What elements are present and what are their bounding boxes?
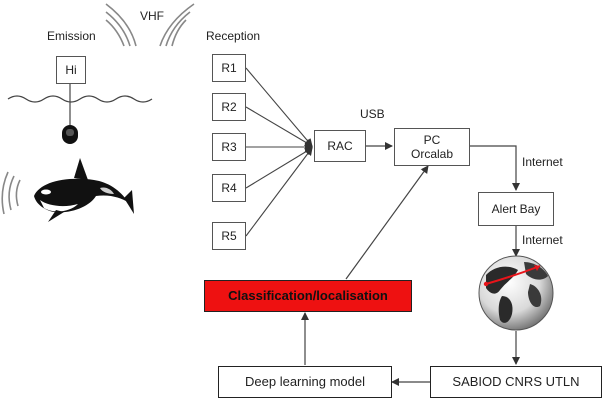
receiver-box: R4 [212,174,246,202]
rac-box: RAC [314,130,366,162]
receiver-box: R5 [212,222,246,250]
deep-learning-model-box: Deep learning model [218,366,392,398]
water-wave-icon [7,95,153,103]
globe-icon [478,255,554,331]
emission-label: Emission [47,29,96,43]
classification-localisation-box: Classification/localisation [204,280,412,312]
reception-label: Reception [206,29,261,43]
vhf-label: VHF [140,9,164,23]
orca-icon [1,158,134,222]
receiver-box: R2 [212,93,246,121]
receiver-links [245,67,313,237]
pc-orcalab-box: PC Orcalab [394,128,470,166]
receiver-box: R1 [212,54,246,82]
sabiod-box: SABIOD CNRS UTLN [430,366,602,398]
receiver-box: R3 [212,133,246,161]
internet-label: Internet [522,155,563,169]
internet-label: Internet [522,233,563,247]
internet-link-1 [470,145,520,191]
signal-waves-icon [159,3,195,47]
alert-bay-box: Alert Bay [478,192,554,226]
hydrophone-box: Hi [56,56,86,84]
usb-label: USB [360,107,385,121]
pc-label: PC [423,133,441,147]
orcalab-label: Orcalab [410,147,454,161]
hydrophone-icon [62,125,78,144]
classification-to-pc-link [345,165,429,280]
signal-waves-icon [105,3,137,47]
